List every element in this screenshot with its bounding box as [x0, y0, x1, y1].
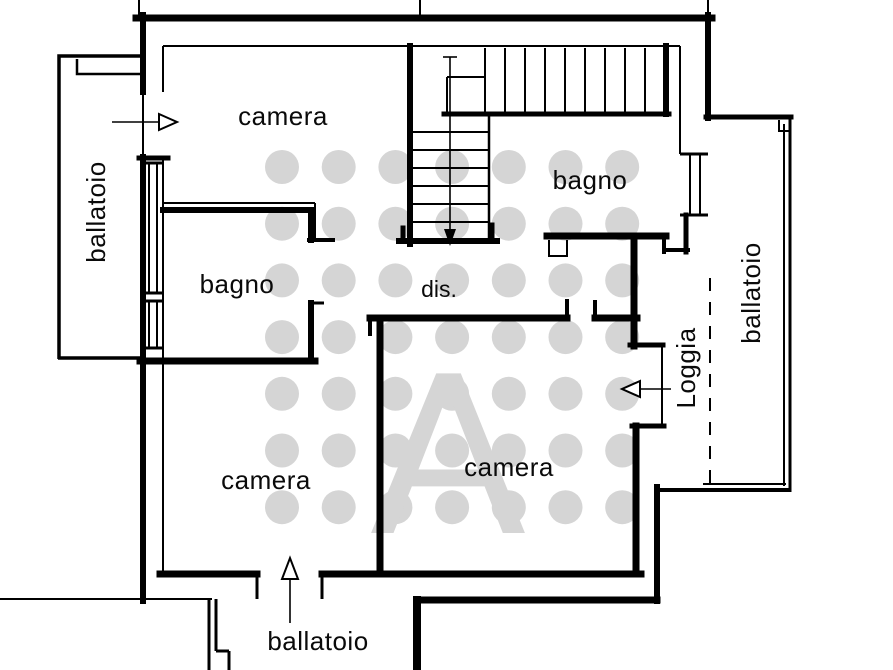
- label-ballatoio-right: ballatoio: [736, 242, 766, 343]
- watermark-dot: [548, 320, 583, 355]
- label-loggia: Loggia: [671, 327, 701, 408]
- stair-upper-treads: [484, 48, 646, 114]
- window-right-bagno: [662, 152, 708, 255]
- left-arrow-icon: [619, 379, 641, 399]
- watermark-dot: [321, 433, 356, 468]
- watermark-dot: [491, 376, 526, 411]
- watermark-dot: [378, 320, 413, 355]
- entrance-arrow-right: [619, 379, 671, 399]
- watermark-dot: [265, 490, 299, 525]
- bagno-right-walls: [543, 232, 670, 257]
- watermark-dot: [265, 263, 299, 298]
- ballatoio-right-outline: [658, 114, 794, 492]
- ballatoio-left-outline: [57, 54, 140, 360]
- watermark-dot: [491, 320, 526, 355]
- watermark-dot: [435, 490, 470, 525]
- watermark-dot: [435, 320, 470, 355]
- window-left-tall: [143, 161, 163, 295]
- watermark-dot: [378, 490, 413, 525]
- label-ballatoio-left: ballatoio: [81, 161, 111, 262]
- watermark-dot: [378, 263, 413, 298]
- bagno-left-walls: [136, 202, 335, 365]
- watermark: A: [265, 150, 640, 583]
- watermark-dot: [321, 376, 356, 411]
- bottom-walls: [0, 484, 661, 670]
- label-bagno-left: bagno: [200, 269, 275, 299]
- wall-notch: [548, 240, 568, 257]
- watermark-dot: [265, 433, 299, 468]
- watermark-dot: [605, 150, 640, 184]
- watermark-dot: [491, 206, 526, 241]
- staircase: [396, 43, 672, 247]
- watermark-dot: [605, 206, 640, 241]
- watermark-dot: [548, 206, 583, 241]
- label-camera-top-left: camera: [238, 101, 328, 131]
- watermark-dot: [265, 376, 299, 411]
- watermark-dot: [605, 433, 640, 468]
- watermark-dot: [435, 376, 470, 411]
- watermark-dot: [435, 263, 470, 298]
- watermark-dot: [548, 263, 583, 298]
- parapet-corner-notch: [778, 120, 790, 132]
- watermark-dot: [321, 263, 356, 298]
- watermark-dot: [605, 490, 640, 525]
- watermark-dot: [491, 433, 526, 468]
- watermark-dot: [548, 376, 583, 411]
- watermark-dot: [378, 433, 413, 468]
- watermark-dot: [321, 150, 356, 184]
- watermark-dot: [491, 150, 526, 184]
- parapet-inner-step: [75, 59, 140, 76]
- watermark-dot: [265, 206, 299, 241]
- label-bagno-right: bagno: [553, 165, 628, 195]
- up-arrow-icon: [280, 555, 300, 580]
- watermark-dot: [265, 150, 299, 184]
- watermark-dot: [435, 433, 470, 468]
- watermark-dot: [548, 490, 583, 525]
- watermark-dot: [378, 150, 413, 184]
- watermark-letter: A: [371, 324, 526, 583]
- room-labels: camera bagno bagno dis. camera camera ba…: [81, 101, 766, 656]
- parapet-outer: [57, 54, 140, 359]
- watermark-dot: [265, 320, 299, 355]
- label-disimpegno: dis.: [421, 276, 457, 302]
- window-left-short: [143, 299, 163, 350]
- interior-walls: [366, 232, 667, 578]
- entrance-arrow-bottom: [280, 555, 300, 623]
- label-camera-bottom-right: camera: [464, 452, 554, 482]
- exterior-walls: [132, 0, 716, 604]
- watermark-dot: [548, 150, 583, 184]
- watermark-dot: [491, 490, 526, 525]
- watermark-dot: [548, 433, 583, 468]
- watermark-dot: [378, 376, 413, 411]
- label-ballatoio-bottom: ballatoio: [267, 626, 368, 656]
- watermark-dot: [321, 206, 356, 241]
- watermark-dot: [321, 490, 356, 525]
- right-arrow-icon: [158, 112, 180, 132]
- watermark-dot: [321, 320, 356, 355]
- stair-down-arrow-icon: [444, 229, 456, 246]
- watermark-dot: [491, 263, 526, 298]
- entrance-arrow-left: [112, 112, 180, 132]
- watermark-dot: [435, 206, 470, 241]
- label-camera-bottom-left: camera: [221, 465, 311, 495]
